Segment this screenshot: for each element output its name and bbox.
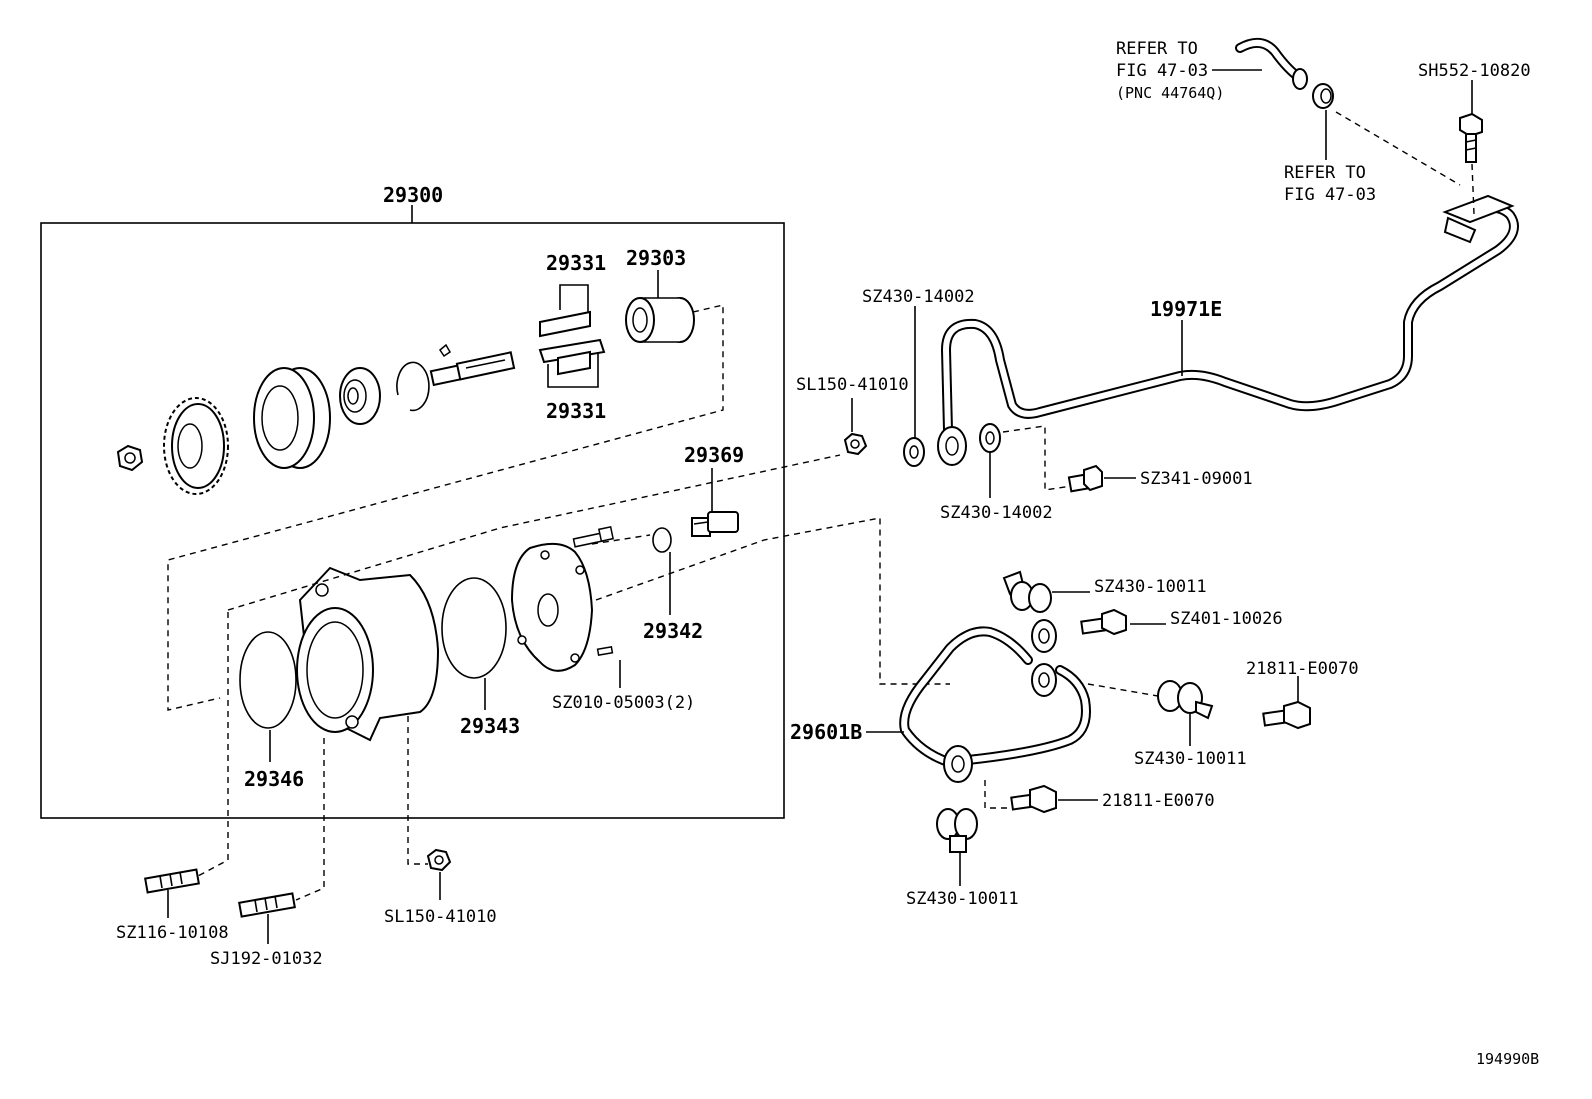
- screw-icon: [572, 525, 615, 548]
- vane-icon: [538, 310, 606, 376]
- o-ring-29346-icon: [239, 631, 297, 729]
- flange-nut-icon: [426, 848, 452, 872]
- label-29303[interactable]: 29303: [626, 246, 686, 270]
- check-valve-icon: [691, 511, 739, 537]
- label-29331-top[interactable]: 29331: [546, 251, 606, 275]
- flange-bolt-icon: [1459, 112, 1483, 163]
- label-sz341[interactable]: SZ341-09001: [1140, 469, 1253, 489]
- label-sz401[interactable]: SZ401-10026: [1170, 609, 1283, 629]
- label-29342[interactable]: 29342: [643, 619, 703, 643]
- pump-cover-icon: [510, 542, 594, 672]
- label-29369[interactable]: 29369: [684, 443, 744, 467]
- nut-icon: [116, 444, 144, 472]
- label-29346[interactable]: 29346: [244, 767, 304, 791]
- vacuum-pipe-29601b-icon: [899, 619, 1091, 783]
- label-21811-a[interactable]: 21811-E0070: [1246, 659, 1359, 679]
- ref1-line3: (PNC 44764Q): [1116, 84, 1224, 102]
- bolt-21811-a-icon: [1262, 700, 1311, 730]
- hose-icon: [1235, 37, 1308, 90]
- pump-body-icon: [296, 566, 440, 742]
- ref2-line1[interactable]: REFER TO: [1284, 163, 1366, 183]
- label-sz430-10011-b[interactable]: SZ430-10011: [1134, 749, 1247, 769]
- label-29331-bottom[interactable]: 29331: [546, 399, 606, 423]
- pipe-clip-c-icon: [936, 808, 978, 853]
- label-sl150-bottom[interactable]: SL150-41010: [384, 907, 497, 927]
- stud-bolt-icon-2: [238, 892, 296, 918]
- union-bolt-sz401-icon: [1080, 608, 1127, 636]
- bearing-icon: [339, 367, 381, 425]
- pipe-clip-a-icon: [1002, 570, 1052, 613]
- label-sz010[interactable]: SZ010-05003(2): [552, 693, 695, 713]
- stud-bolt-icon: [144, 868, 200, 894]
- gear-icon: [163, 397, 229, 495]
- bolt-21811-b-icon: [1010, 784, 1057, 814]
- figure-id: 194990B: [1476, 1050, 1539, 1068]
- union-bolt-icon: [1067, 464, 1103, 493]
- label-sz430-14002-bottom[interactable]: SZ430-14002: [940, 503, 1053, 523]
- label-sz430-10011-c[interactable]: SZ430-10011: [906, 889, 1019, 909]
- o-ring-29342-icon: [652, 527, 672, 553]
- label-sz430-10011-a[interactable]: SZ430-10011: [1094, 577, 1207, 597]
- pipe-clip-b-icon: [1157, 680, 1214, 720]
- ref2-line2[interactable]: FIG 47-03: [1284, 185, 1376, 205]
- label-29343[interactable]: 29343: [460, 714, 520, 738]
- flange-nut-mid-icon: [843, 432, 868, 456]
- drum-housing-icon: [253, 367, 331, 469]
- snap-ring-icon: [396, 361, 430, 412]
- pin-icon: [596, 645, 614, 657]
- o-ring-29343-icon: [441, 577, 507, 679]
- label-29601b[interactable]: 29601B: [790, 720, 862, 744]
- vacuum-pipe-19971e-icon: [937, 194, 1519, 466]
- label-21811-b[interactable]: 21811-E0070: [1102, 791, 1215, 811]
- label-29300[interactable]: 29300: [383, 183, 443, 207]
- hose-clamp-icon: [1312, 83, 1334, 109]
- label-sj192[interactable]: SJ192-01032: [210, 949, 323, 969]
- label-sz116[interactable]: SZ116-10108: [116, 923, 229, 943]
- ref1-line2[interactable]: FIG 47-03: [1116, 61, 1208, 81]
- rotor-shaft-icon: [429, 343, 516, 387]
- ref1-line1[interactable]: REFER TO: [1116, 39, 1198, 59]
- label-19971e[interactable]: 19971E: [1150, 297, 1222, 321]
- label-sl150-mid[interactable]: SL150-41010: [796, 375, 909, 395]
- rotor-icon: [625, 297, 695, 343]
- label-sh552[interactable]: SH552-10820: [1418, 61, 1531, 81]
- label-sz430-14002-top[interactable]: SZ430-14002: [862, 287, 975, 307]
